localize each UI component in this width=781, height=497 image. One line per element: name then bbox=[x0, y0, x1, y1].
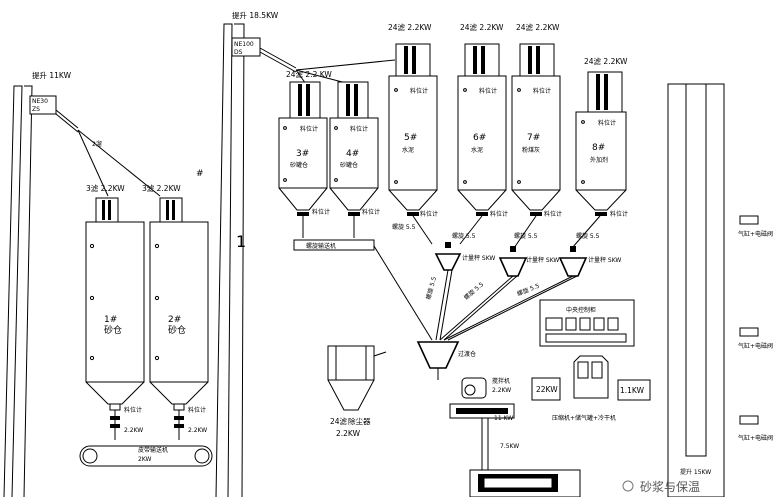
watermark-text: 砂浆与保温 bbox=[640, 479, 700, 494]
compressor-group: 22KW 1.1KW 压缩机+储气罐+冷干机 bbox=[531, 355, 651, 422]
silo-5-label1: 5# bbox=[404, 133, 417, 143]
silo-6-label1: 6# bbox=[473, 133, 486, 143]
belt-motor: 2KW bbox=[138, 456, 152, 463]
bottom-motor: 7.5KW bbox=[500, 443, 519, 450]
elevator-middle-number: 1 bbox=[236, 232, 246, 251]
valve-label-s1: 料位计 bbox=[124, 406, 142, 414]
compressor-label: 压缩机+储气罐+冷干机 bbox=[552, 414, 616, 422]
silo-8-feeder: 料位计 bbox=[610, 210, 628, 218]
silo-8-label1: 8# bbox=[592, 143, 605, 153]
silo-4: 料位计 4# 砂罐仓 料位计 bbox=[329, 81, 380, 238]
transition-hopper: 过渡仓 bbox=[416, 341, 476, 380]
chute-left-label: 2溜 bbox=[92, 140, 102, 148]
belt-conveyor: 皮带输送机 2KW 2.2KW 2.2KW bbox=[79, 427, 213, 467]
silo-8-motor: 24滤 2.2KW bbox=[584, 56, 628, 66]
hopper-label: 过渡仓 bbox=[458, 350, 476, 358]
silo-8: 24滤 2.2KW 料位计 8# 外加剂 料位计 bbox=[571, 56, 628, 249]
elevator-right: 提升 15KW bbox=[667, 83, 725, 497]
valve-label-s2: 料位计 bbox=[188, 406, 206, 414]
elevator-left: NE30 ZS 提升 11KW 2溜 bbox=[3, 70, 161, 497]
silo-4-level: 料位计 bbox=[350, 125, 368, 133]
silo-4-feeder: 料位计 bbox=[362, 208, 380, 216]
air-cylinder-3: 气缸+电磁阀 bbox=[738, 434, 773, 442]
dust-label2: 除尘器 bbox=[348, 416, 371, 426]
silo-6-level: 料位计 bbox=[479, 87, 497, 95]
silo-3-level: 料位计 bbox=[300, 125, 318, 133]
box-22kw: 22KW bbox=[536, 385, 558, 394]
silo-7-label2: 粉煤灰 bbox=[522, 146, 540, 154]
silo-7-feeder: 料位计 bbox=[544, 210, 562, 218]
scale-2-label: 计量秤 SKW bbox=[526, 256, 559, 264]
pipe-label-b: 螺旋 5.5 bbox=[514, 232, 538, 240]
control-panel: 中央控制柜 bbox=[539, 299, 635, 347]
silo-5-level: 料位计 bbox=[410, 87, 428, 95]
mixer: 搅拌机 2.2KW 11 KW 7.5KW bbox=[449, 377, 581, 497]
box-1-1kw: 1.1KW bbox=[620, 386, 645, 395]
silo-6-motor: 24滤 2.2KW bbox=[460, 22, 504, 32]
sand-silo-1-label2: 砂仓 bbox=[104, 324, 122, 336]
silo-8-level: 料位计 bbox=[598, 119, 616, 127]
silo-3-label1: 3# bbox=[296, 149, 309, 159]
belt-motor-s2: 2.2KW bbox=[188, 427, 207, 434]
sand-silo-2-motor: 3滤 2.2KW bbox=[142, 183, 181, 193]
air-cylinder-2: 气缸+电磁阀 bbox=[738, 342, 773, 350]
sand-silo-1-label1: 1# bbox=[104, 315, 117, 325]
silo-3-label2: 砂罐仓 bbox=[290, 161, 308, 169]
elevator-middle-model2: DS bbox=[234, 49, 243, 56]
elevator-left-model: NE30 bbox=[32, 98, 48, 105]
air-cylinders: 气缸+电磁阀 气缸+电磁阀 气缸+电磁阀 bbox=[738, 215, 773, 442]
elevator-middle: 提升 18.5KW NE100 DS 1 bbox=[215, 10, 396, 497]
pipe-label-c: 螺旋 5.5 bbox=[576, 232, 600, 240]
dust-label1: 24滤 bbox=[330, 416, 348, 426]
belt-label: 皮带输送机 bbox=[138, 446, 168, 454]
mixer-main-motor: 11 KW bbox=[494, 415, 513, 422]
elevator-middle-model: NE100 bbox=[234, 41, 254, 48]
silo-5-screw: 螺旋 5.5 bbox=[392, 223, 416, 231]
pipe-text-2: 螺旋 5.5 bbox=[462, 280, 485, 301]
dust-collector: 24滤 除尘器 2.2KW bbox=[327, 345, 387, 438]
mixer-label: 搅拌机 bbox=[492, 377, 510, 385]
pipe-label-a: 螺旋 5.5 bbox=[452, 232, 476, 240]
sand-silo-2: 3滤 2.2KW # 2# 砂仓 料位计 bbox=[142, 169, 209, 440]
silo-3: 24滤 2.2 KW 料位计 3# 砂罐仓 料位计 bbox=[278, 69, 332, 238]
silo-5-feeder: 料位计 bbox=[420, 210, 438, 218]
air-cylinder-1: 气缸+电磁阀 bbox=[738, 230, 773, 238]
silo-4-label1: 4# bbox=[346, 149, 359, 159]
control-panel-label: 中央控制柜 bbox=[566, 306, 596, 314]
silo-7-motor: 24滤 2.2KW bbox=[516, 22, 560, 32]
silo-5: 24滤 2.2KW 料位计 5# 水泥 料位计 螺旋 5.5 bbox=[388, 22, 438, 245]
elevator-right-motor: 提升 15KW bbox=[680, 468, 711, 476]
dust-motor: 2.2KW bbox=[336, 429, 361, 438]
scale-1-label: 计量秤 SKW bbox=[462, 254, 495, 262]
silo-5-motor: 24滤 2.2KW bbox=[388, 22, 432, 32]
scale-hoppers: 计量秤 SKW 计量秤 SKW 计量秤 SKW 螺旋 5.5 螺旋 5.5 螺旋… bbox=[434, 232, 621, 277]
silo-4-label2: 砂罐仓 bbox=[340, 161, 358, 169]
sand-silo-1-motor: 3滤 2.2KW bbox=[86, 183, 125, 193]
silo-3-feeder: 料位计 bbox=[312, 208, 330, 216]
elevator-left-model2: ZS bbox=[32, 106, 40, 113]
elevator-left-motor: 提升 11KW bbox=[32, 70, 72, 80]
silo-7-label1: 7# bbox=[527, 133, 540, 143]
silo-6-feeder: 料位计 bbox=[490, 210, 508, 218]
sand-silo-2-label1: 2# bbox=[168, 315, 181, 325]
silo-8-label2: 外加剂 bbox=[590, 156, 608, 164]
silo-3-motor: 24滤 2.2 KW bbox=[286, 69, 332, 79]
sand-mark: # bbox=[196, 169, 204, 179]
silo-5-label2: 水泥 bbox=[402, 146, 414, 154]
silo-7: 24滤 2.2KW 料位计 7# 粉煤灰 料位计 bbox=[511, 22, 562, 249]
screw-label: 螺旋输送机 bbox=[306, 242, 336, 250]
silo-6-label2: 水泥 bbox=[471, 146, 483, 154]
sand-silo-1: 3滤 2.2KW 1# 砂仓 料位计 bbox=[85, 183, 145, 440]
mixer-motor: 2.2KW bbox=[492, 387, 511, 394]
pipe-text-1: 螺旋 5.5 bbox=[424, 276, 438, 301]
belt-motor-s1: 2.2KW bbox=[124, 427, 143, 434]
watermark: 砂浆与保温 bbox=[622, 479, 700, 494]
sand-silo-2-label2: 砂仓 bbox=[168, 324, 186, 336]
silo-6: 24滤 2.2KW 料位计 6# 水泥 料位计 bbox=[457, 22, 508, 245]
screw-conveyor: 螺旋输送机 bbox=[293, 239, 433, 341]
scale-3-label: 计量秤 SKW bbox=[588, 256, 621, 264]
silo-7-level: 料位计 bbox=[533, 87, 551, 95]
elevator-middle-motor: 提升 18.5KW bbox=[232, 10, 279, 20]
